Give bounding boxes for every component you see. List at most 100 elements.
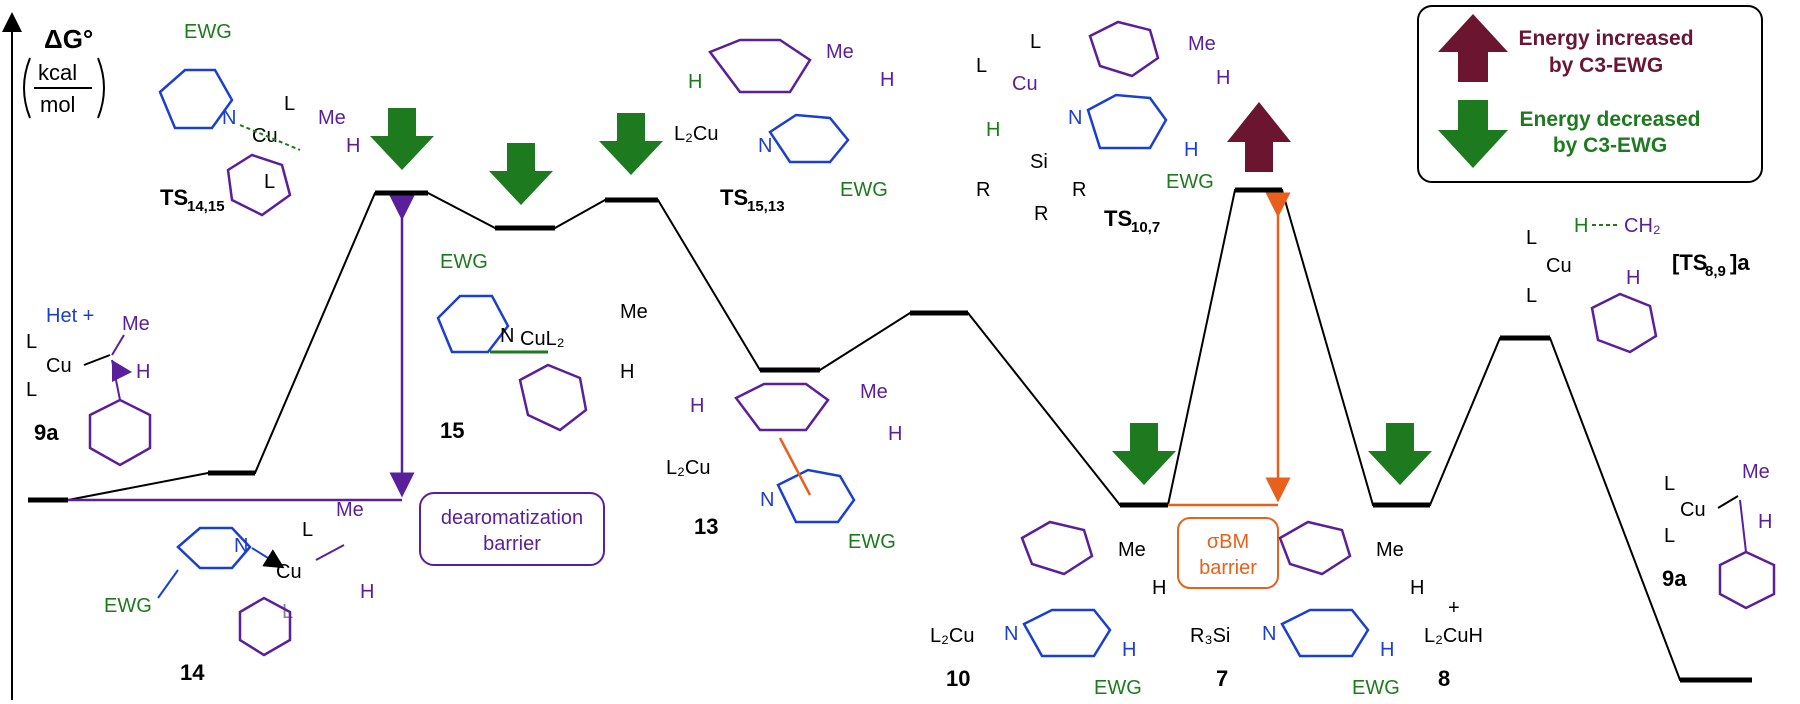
down-arrow-icon: [599, 113, 663, 175]
svg-text:Me: Me: [122, 313, 150, 335]
svg-text:+: +: [1448, 597, 1460, 619]
label-14: 14: [180, 660, 205, 685]
svg-text:R₃Si: R₃Si: [1190, 625, 1230, 647]
svg-text:H: H: [1758, 511, 1772, 533]
svg-text:H: H: [688, 71, 702, 93]
svg-text:Me: Me: [1118, 539, 1146, 561]
svg-text:EWG: EWG: [440, 251, 488, 273]
dearomatization-label-box: [419, 492, 605, 566]
svg-text:H: H: [888, 423, 902, 445]
up-arrow-icon: [1227, 102, 1291, 172]
svg-text:N: N: [758, 135, 772, 157]
legend-increased-line1: Energy increased: [1518, 27, 1693, 50]
svg-text:H: H: [1574, 215, 1588, 237]
svg-text:EWG: EWG: [840, 179, 888, 201]
svg-text:L: L: [284, 93, 295, 115]
svg-text:N: N: [234, 535, 248, 557]
label-15: 15: [440, 418, 464, 443]
svg-text:Cu: Cu: [1680, 499, 1706, 521]
down-arrows: [370, 108, 1432, 485]
label-9a-right: 9a: [1662, 566, 1687, 591]
svg-text:N: N: [1068, 107, 1082, 129]
label-ts15-13: TS: [720, 185, 748, 210]
svg-text:Me: Me: [1742, 461, 1770, 483]
structure-ts10-7: L L Cu H Si R R R N Me H H EWG TS 10,7: [976, 20, 1230, 236]
svg-text:Me: Me: [620, 301, 648, 323]
dearomatization-label-line2: barrier: [483, 533, 541, 555]
svg-text:L: L: [26, 331, 37, 353]
svg-text:10,7: 10,7: [1131, 219, 1160, 236]
svg-text:H: H: [1216, 67, 1230, 89]
down-arrow-icon: [489, 143, 553, 205]
structure-ts14-15: EWG N Cu L L Me H TS 14,15: [158, 21, 360, 217]
svg-text:H: H: [1184, 139, 1198, 161]
structure-14: N EWG Cu L L Me H 14: [104, 499, 374, 685]
svg-text:H: H: [360, 581, 374, 603]
svg-text:H: H: [346, 135, 360, 157]
sbm-label-line1: σBM: [1207, 531, 1249, 553]
axis-unit-top: kcal: [38, 60, 77, 85]
down-arrow-icon: [1112, 423, 1176, 485]
svg-text:H: H: [1626, 267, 1640, 289]
svg-text:H: H: [986, 119, 1000, 141]
label-ts10-7: TS: [1104, 206, 1132, 231]
svg-text:R: R: [1072, 179, 1086, 201]
legend-increased-line2: by C3-EWG: [1549, 54, 1663, 77]
svg-text:L₂CuH: L₂CuH: [1424, 625, 1483, 647]
label-10: 10: [946, 666, 970, 691]
svg-text:EWG: EWG: [848, 531, 896, 553]
svg-text:N: N: [760, 489, 774, 511]
svg-text:H: H: [1122, 639, 1136, 661]
svg-text:L₂Cu: L₂Cu: [930, 625, 974, 647]
label-ts14-15: TS: [160, 185, 188, 210]
axis-unit-paren-left: [23, 57, 31, 119]
down-arrow-icon: [370, 108, 434, 170]
svg-text:Cu: Cu: [46, 355, 72, 377]
svg-text:Me: Me: [826, 41, 854, 63]
svg-text:N: N: [1262, 623, 1276, 645]
svg-text:H: H: [690, 395, 704, 417]
legend-up-arrow-icon: [1438, 14, 1508, 82]
label-9a-left: 9a: [34, 420, 59, 445]
sbm-label-box: [1177, 517, 1279, 589]
sbm-label-line2: barrier: [1199, 557, 1257, 579]
svg-text:H: H: [1380, 639, 1394, 661]
axis-delta-g: ΔG°: [44, 24, 93, 54]
svg-text:CH₂: CH₂: [1624, 215, 1661, 237]
svg-text:Cu: Cu: [276, 561, 302, 583]
legend-down-arrow-icon: [1438, 100, 1508, 168]
svg-text:L: L: [1664, 473, 1675, 495]
svg-text:Me: Me: [1376, 539, 1404, 561]
structure-10: Me H L₂Cu N H EWG 10: [930, 520, 1166, 699]
structure-ts8-9: L Cu L H CH₂ H [TS 8,9 ]a: [1526, 215, 1750, 354]
svg-text:Si: Si: [1030, 151, 1048, 173]
svg-text:15,13: 15,13: [747, 198, 785, 215]
svg-text:R: R: [976, 179, 990, 201]
svg-text:Me: Me: [336, 499, 364, 521]
svg-text:L₂Cu: L₂Cu: [666, 457, 710, 479]
svg-text:H: H: [1410, 577, 1424, 599]
svg-text:14,15: 14,15: [187, 198, 225, 215]
svg-text:H: H: [136, 361, 150, 383]
structure-8: + L₂CuH 8: [1424, 597, 1483, 691]
svg-text:H: H: [620, 361, 634, 383]
sbm-barrier: σBM barrier: [1168, 192, 1291, 589]
label-13: 13: [694, 514, 718, 539]
structure-15: EWG N CuL₂ Me H 15: [436, 251, 648, 443]
svg-text:L: L: [264, 171, 275, 193]
svg-text:EWG: EWG: [184, 21, 232, 43]
svg-text:L₂Cu: L₂Cu: [674, 123, 718, 145]
svg-text:H: H: [880, 69, 894, 91]
svg-text:EWG: EWG: [1166, 171, 1214, 193]
structure-7: Me H R₃Si N H EWG 7: [1190, 520, 1424, 699]
svg-text:H: H: [1152, 577, 1166, 599]
legend-decreased-line1: Energy decreased: [1520, 108, 1701, 131]
svg-text:N: N: [500, 325, 514, 347]
down-arrow-icon: [1368, 423, 1432, 485]
svg-text:]a: ]a: [1730, 250, 1750, 275]
energy-profile: [28, 187, 1752, 683]
axis-unit-bottom: mol: [40, 92, 75, 117]
legend: Energy increased by C3-EWG Energy decrea…: [1417, 5, 1763, 183]
label-7: 7: [1216, 666, 1228, 691]
